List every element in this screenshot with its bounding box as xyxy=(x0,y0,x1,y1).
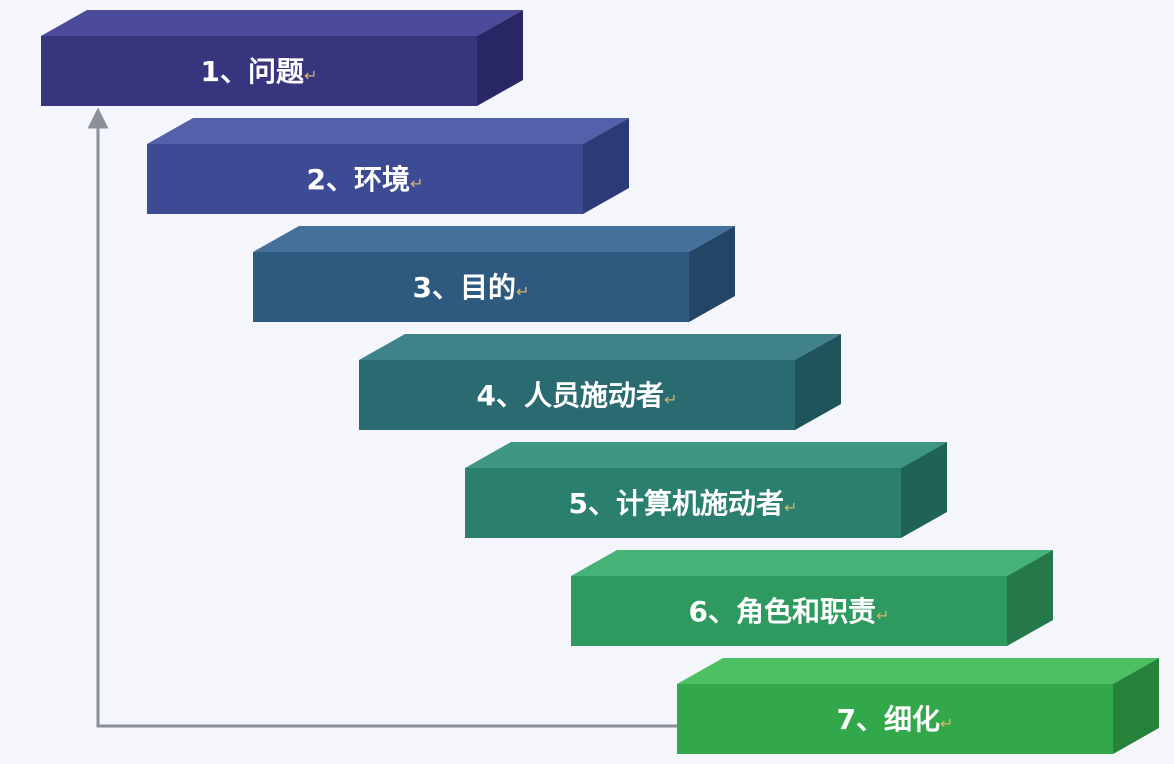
step-side-face xyxy=(477,10,523,106)
step-top-face xyxy=(359,334,841,360)
step-1: 1、问题↵ xyxy=(41,10,523,106)
step-label-text: 2、环境 xyxy=(307,163,410,196)
step-top-face xyxy=(147,118,629,144)
step-5: 5、计算机施动者↵ xyxy=(465,442,947,538)
feedback-arrow xyxy=(87,107,677,728)
return-mark: ↵ xyxy=(304,66,317,85)
step-side-face xyxy=(583,118,629,214)
return-mark: ↵ xyxy=(516,282,529,301)
step-side-face xyxy=(1007,550,1053,646)
step-label: 1、问题↵ xyxy=(201,55,318,88)
step-4: 4、人员施动者↵ xyxy=(359,334,841,430)
step-top-face xyxy=(465,442,947,468)
step-label-text: 5、计算机施动者 xyxy=(569,487,784,520)
return-mark: ↵ xyxy=(664,390,677,409)
step-label: 4、人员施动者↵ xyxy=(477,379,678,412)
return-mark: ↵ xyxy=(940,714,953,733)
step-label-text: 6、角色和职责 xyxy=(689,595,876,628)
step-7: 7、细化↵ xyxy=(677,658,1159,754)
step-label: 6、角色和职责↵ xyxy=(689,595,890,628)
step-side-face xyxy=(795,334,841,430)
step-label: 2、环境↵ xyxy=(307,163,424,196)
step-label-text: 4、人员施动者 xyxy=(477,379,664,412)
step-6: 6、角色和职责↵ xyxy=(571,550,1053,646)
step-label-text: 1、问题 xyxy=(201,55,304,88)
step-front-face xyxy=(465,468,901,538)
step-front-face xyxy=(571,576,1007,646)
step-label: 5、计算机施动者↵ xyxy=(569,487,798,520)
step-side-face xyxy=(1113,658,1159,754)
step-top-face xyxy=(571,550,1053,576)
step-side-face xyxy=(901,442,947,538)
return-mark: ↵ xyxy=(876,606,889,625)
step-front-face xyxy=(677,684,1113,754)
step-side-face xyxy=(689,226,735,322)
return-mark: ↵ xyxy=(410,174,423,193)
step-top-face xyxy=(41,10,523,36)
step-front-face xyxy=(253,252,689,322)
step-3: 3、目的↵ xyxy=(253,226,735,322)
steps-layer: 1、问题↵2、环境↵3、目的↵4、人员施动者↵5、计算机施动者↵6、角色和职责↵… xyxy=(41,10,1159,754)
step-label-text: 7、细化 xyxy=(837,703,940,736)
step-label: 3、目的↵ xyxy=(413,271,530,304)
step-label-text: 3、目的 xyxy=(413,271,516,304)
step-2: 2、环境↵ xyxy=(147,118,629,214)
step-front-face xyxy=(359,360,795,430)
step-front-face xyxy=(147,144,583,214)
step-label: 7、细化↵ xyxy=(837,703,954,736)
step-top-face xyxy=(677,658,1159,684)
step-front-face xyxy=(41,36,477,106)
return-mark: ↵ xyxy=(784,498,797,517)
step-top-face xyxy=(253,226,735,252)
